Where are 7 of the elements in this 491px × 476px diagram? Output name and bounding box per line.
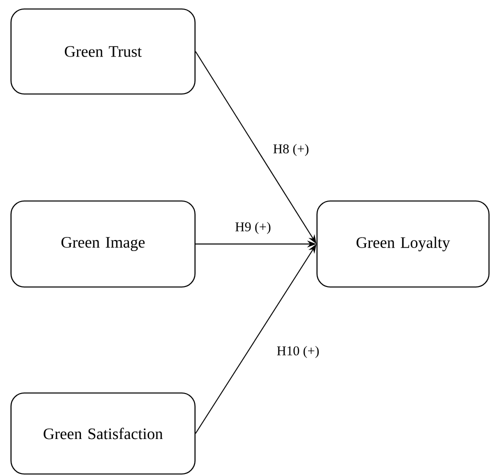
concept-box: Green Image — [10, 200, 196, 288]
concept-box: Green Loyalty — [316, 200, 490, 288]
edge-label: H8 (+) — [272, 142, 310, 158]
concept-box: Green Trust — [10, 8, 196, 95]
edge-label: H9 (+) — [234, 220, 272, 236]
edge-label: H10 (+) — [275, 344, 321, 360]
concept-box: Green Satisfaction — [10, 392, 196, 475]
